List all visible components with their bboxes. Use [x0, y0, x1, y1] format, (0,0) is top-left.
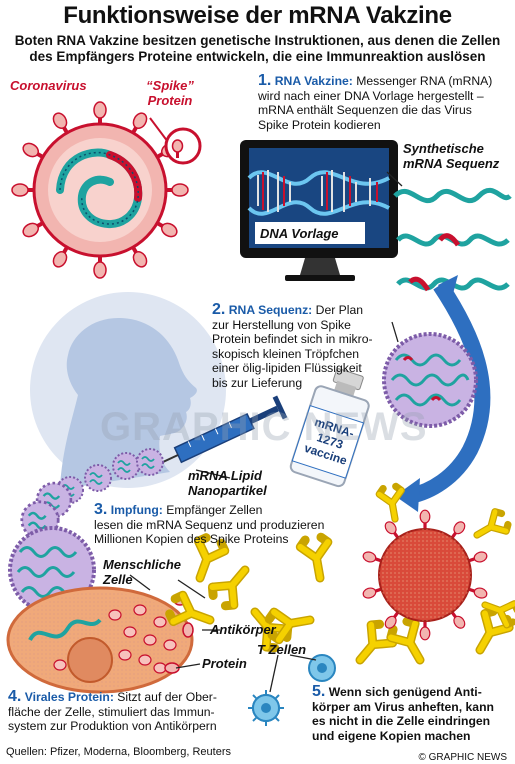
step-1-number: 1.	[258, 72, 272, 89]
page-subtitle: Boten RNA Vakzine besitzen genetische In…	[0, 33, 515, 65]
step-3-number: 3.	[94, 501, 108, 518]
step-2-heading: RNA Sequenz:	[228, 303, 313, 317]
step-1-line-4: Spike Protein kodieren	[258, 117, 381, 132]
label-lipid-line-2: Nanopartikel	[188, 483, 267, 498]
lipid-nanoparticle-large	[382, 332, 478, 428]
synthetic-mrna-strands	[393, 187, 512, 292]
step-1-text: 1. RNA Vakzine: Messenger RNA (mRNA) wir…	[258, 72, 513, 132]
label-human-cell-line-2: Zelle	[103, 572, 133, 587]
step-4-text: 4. Virales Protein: Sitzt auf der Ober- …	[8, 688, 258, 734]
step-1-line-2: wird nach einer DNA Vorlage hergestellt …	[258, 88, 484, 103]
process-arrow	[395, 275, 491, 512]
label-spike-protein: “Spike” Protein	[140, 78, 200, 108]
label-synthetic-mrna: Synthetische mRNA Sequenz	[403, 141, 499, 171]
sources: Quellen: Pfizer, Moderna, Bloomberg, Reu…	[6, 746, 232, 758]
coronavirus-illustration	[11, 101, 202, 279]
step-1-heading: RNA Vakzine:	[274, 74, 353, 88]
step-4-line-2: fläche der Zelle, stimuliert das Immun-	[8, 704, 215, 719]
virus-neutralised	[361, 486, 515, 641]
subtitle-line-1: Boten RNA Vakzine besitzen genetische In…	[14, 33, 501, 48]
label-lipid-nanoparticle: mRNA Lipid Nanopartikel	[188, 468, 267, 498]
step-5-line-4: und eigene Kopien machen	[312, 728, 471, 743]
step-2-line-6: bis zur Lieferung	[212, 375, 303, 390]
step-5-line-1: Wenn sich genügend Anti-	[328, 685, 482, 699]
label-spike-line-2: Protein	[147, 93, 193, 108]
label-synthetic-line-2: mRNA Sequenz	[403, 156, 500, 171]
vaccine-vial	[289, 368, 370, 488]
step-2-line-4: skopisch kleinen Tröpfchen	[212, 346, 360, 361]
step-3-text: 3. Impfung: Empfänger Zellen lesen die m…	[94, 501, 364, 547]
subtitle-line-2: des Empfängers Proteine entwickeln, die …	[29, 49, 486, 64]
label-human-cell-line-1: Menschliche	[103, 557, 182, 572]
step-4-line-1: Sitzt auf der Ober-	[113, 690, 217, 704]
step-2-line-5: einer ölig-lipiden Flüssigkeit	[212, 361, 362, 376]
step-5-line-2: körper am Virus anheften, kann	[312, 699, 494, 714]
label-spike-line-1: “Spike”	[146, 78, 194, 93]
step-5-line-3: es nicht in die Zelle eindringen	[312, 714, 491, 729]
label-antibodies: Antikörper	[210, 622, 276, 637]
label-t-cells: T Zellen	[257, 642, 307, 657]
step-3-line-2: lesen die mRNA Sequenz und produzieren	[94, 517, 325, 532]
step-1-line-3: mRNA enthält Sequenzen die das Virus	[258, 103, 472, 118]
step-3-heading: Impfung:	[110, 503, 163, 517]
label-coronavirus: Coronavirus	[10, 78, 87, 93]
leader-lines	[129, 171, 403, 693]
human-silhouette	[30, 292, 226, 488]
copyright: © GRAPHIC NEWS	[418, 752, 508, 763]
step-2-line-3: Protein befindet sich in mikro-	[212, 332, 373, 347]
watermark: GRAPHIC NEWS	[100, 405, 428, 449]
human-cell	[6, 586, 194, 694]
label-protein: Protein	[202, 656, 247, 671]
monitor-illustration	[240, 140, 398, 281]
step-4-number: 4.	[8, 688, 22, 705]
step-2-text: 2. RNA Sequenz: Der Plan zur Herstellung…	[212, 301, 402, 391]
label-synthetic-line-1: Synthetische	[403, 141, 484, 156]
step-3-line-1: Empfänger Zellen	[162, 503, 263, 517]
label-lipid-line-1: mRNA Lipid	[188, 468, 262, 483]
step-2-line-1: Der Plan	[312, 303, 364, 317]
step-2-number: 2.	[212, 301, 226, 318]
step-5-text: 5. Wenn sich genügend Anti- körper am Vi…	[312, 683, 512, 743]
step-4-heading: Virales Protein:	[24, 690, 114, 704]
step-5-number: 5.	[312, 683, 326, 700]
step-4-line-3: system zur Produktion von Antikörpern	[8, 719, 217, 734]
page-title: Funktionsweise der mRNA Vakzine	[63, 2, 452, 29]
step-3-line-3: Millionen Kopien des Spike Proteins	[94, 532, 289, 547]
label-dna-template: DNA Vorlage	[260, 226, 339, 241]
step-2-line-2: zur Herstellung von Spike	[212, 317, 351, 332]
label-human-cell: Menschliche Zelle	[103, 557, 181, 587]
t-cells	[248, 654, 336, 726]
step-1-line-1: Messenger RNA (mRNA)	[352, 74, 493, 88]
